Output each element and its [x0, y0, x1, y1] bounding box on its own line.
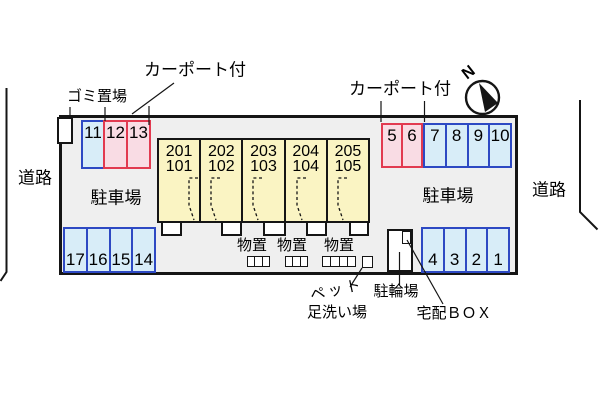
pet-wash-label-line2: 足洗い場	[306, 303, 368, 321]
parking-group-7-10: 7 8 9 10	[423, 123, 512, 168]
parking-group-5-6-carport: 5 6	[381, 123, 423, 168]
carport-left-diagonal	[131, 82, 175, 115]
parking-space-6: 6	[401, 125, 421, 166]
parking-space-8: 8	[444, 125, 467, 166]
storage-shed-box-2	[285, 256, 308, 267]
unit-201-101: 201 101	[159, 140, 202, 221]
parking-space-15: 15	[108, 229, 132, 271]
road-line-left	[0, 88, 8, 282]
entrance-porch	[263, 221, 286, 236]
pet-wash-label-line1: ペット	[308, 276, 366, 305]
unit-upper-number: 202	[207, 143, 235, 160]
unit-lower-number: 102	[207, 158, 235, 175]
parking-space-14: 14	[131, 229, 154, 271]
road-line-right	[579, 100, 599, 231]
unit-lower-number: 101	[165, 158, 193, 175]
unit-lower-number: 103	[250, 158, 277, 175]
unit-205-105: 205 105	[328, 140, 368, 221]
entrance-porch	[349, 221, 369, 236]
unit-lower-number: 105	[334, 158, 362, 175]
parking-lot-label-left: 駐車場	[90, 188, 142, 208]
unit-202-102: 202 102	[201, 140, 244, 221]
parking-space-4: 4	[428, 250, 438, 269]
parking-group-11: 11	[81, 120, 105, 169]
road-label-left: 道路	[18, 168, 52, 188]
road-label-right: 道路	[532, 180, 566, 200]
storage-label-2: 物置	[276, 236, 308, 254]
parking-space-16: 16	[85, 229, 109, 271]
parking-group-14-17: 17 16 15 14	[63, 227, 156, 273]
bike-parking-label: 駐輪場	[373, 282, 419, 300]
entrance-porch	[221, 221, 242, 236]
carport-label-right: カーポート付	[349, 79, 451, 99]
delivery-box-label: 宅配ＢＯＸ	[416, 304, 492, 322]
parking-group-12-13-carport: 12 13	[103, 120, 151, 169]
unit-upper-number: 201	[165, 143, 193, 160]
delivery-box	[402, 231, 411, 244]
parking-space-7: 7	[430, 126, 440, 145]
pet-wash-box	[362, 256, 373, 268]
compass-circle	[464, 79, 501, 116]
storage-shed-box-3	[322, 256, 356, 267]
parking-space-10: 10	[488, 125, 510, 166]
parking-space-1: 1	[486, 229, 508, 271]
parking-space-2: 2	[464, 229, 487, 271]
parking-space-17: 17	[65, 250, 85, 269]
north-label: N	[459, 62, 479, 84]
parking-lot-label-right: 駐車場	[422, 186, 474, 206]
north-needle-icon	[479, 83, 498, 112]
parking-space-9: 9	[466, 125, 489, 166]
unit-lower-number: 104	[292, 158, 320, 175]
parking-space-3: 3	[442, 229, 465, 271]
unit-upper-number: 205	[334, 143, 362, 160]
building: 201 101 202 102 203 103 204 104 205 105	[157, 138, 370, 223]
garbage-label: ゴミ置場	[66, 87, 128, 105]
entrance-porch	[306, 221, 327, 236]
parking-space-11: 11	[84, 123, 102, 142]
unit-upper-number: 203	[250, 143, 277, 160]
carport-label-left: カーポート付	[144, 60, 246, 80]
storage-shed-box-1	[247, 256, 270, 267]
parking-space-12: 12	[106, 123, 125, 142]
storage-label-3: 物置	[323, 236, 355, 254]
parking-space-5: 5	[387, 126, 397, 145]
storage-label-1: 物置	[236, 236, 268, 254]
unit-204-104: 204 104	[286, 140, 328, 221]
unit-203-103: 203 103	[243, 140, 286, 221]
parking-space-13: 13	[126, 122, 149, 167]
entrance-porch	[161, 221, 182, 236]
garbage-area-box	[57, 117, 73, 144]
unit-upper-number: 204	[292, 143, 320, 160]
parking-group-1-4: 4 3 2 1	[421, 227, 510, 273]
